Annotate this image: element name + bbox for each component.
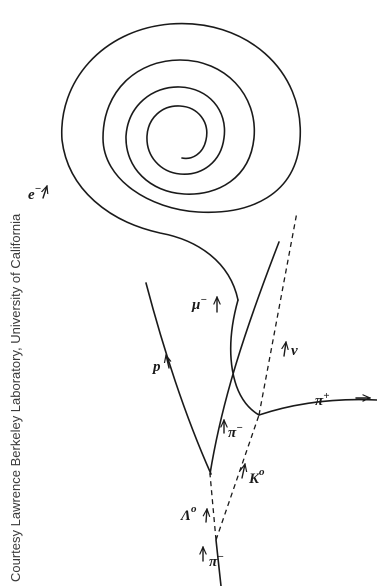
- label-lambda: Λo: [180, 503, 197, 524]
- kaon-arrow-icon: [242, 464, 245, 478]
- label-kaon: Ko: [248, 466, 265, 487]
- label-electron: e−: [28, 183, 41, 203]
- label-pion-plus: π+: [315, 390, 329, 409]
- neutrino-arrow-icon: [284, 342, 286, 356]
- lambda-arrow-icon: [206, 509, 207, 522]
- label-proton: p: [151, 359, 161, 375]
- label-pion-minus-mid: π−: [228, 422, 243, 441]
- electron-spiral-track: [62, 24, 301, 300]
- electron-arrow-icon: [43, 186, 47, 198]
- lambda-neutral-track: [210, 474, 216, 540]
- muon-track: [231, 300, 259, 415]
- label-muon: μ−: [191, 294, 207, 313]
- proton-track: [146, 283, 211, 474]
- pion-minus-track: [210, 242, 279, 474]
- label-pion-minus-beam: π−: [209, 551, 224, 570]
- label-neutrino: ν: [291, 343, 298, 359]
